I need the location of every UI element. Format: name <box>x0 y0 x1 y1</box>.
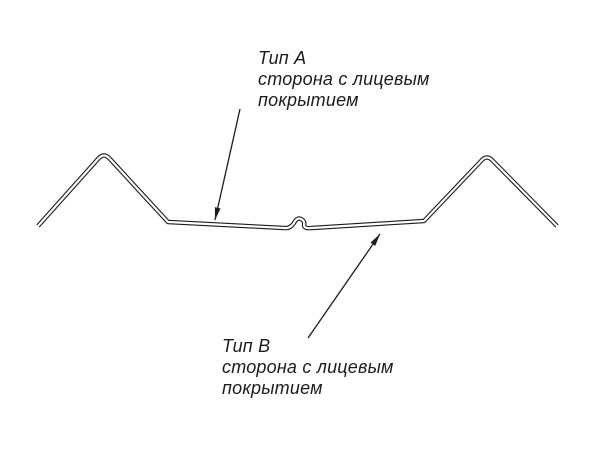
type-a-description-line1: сторона с лицевым <box>258 69 430 89</box>
profile-sheet-core <box>37 154 558 230</box>
callout-type-a: Тип А сторона с лицевым покрытием <box>258 48 430 111</box>
leader-line-b <box>307 233 381 339</box>
type-b-description-line2: покрытием <box>222 378 323 398</box>
type-a-description-line2: покрытием <box>258 90 359 110</box>
type-a-title: Тип А <box>258 48 307 68</box>
type-b-title: Тип В <box>222 336 271 356</box>
type-b-description-line1: сторона с лицевым <box>222 357 394 377</box>
leader-line-a <box>214 108 241 221</box>
callout-type-b: Тип В сторона с лицевым покрытием <box>222 336 394 399</box>
